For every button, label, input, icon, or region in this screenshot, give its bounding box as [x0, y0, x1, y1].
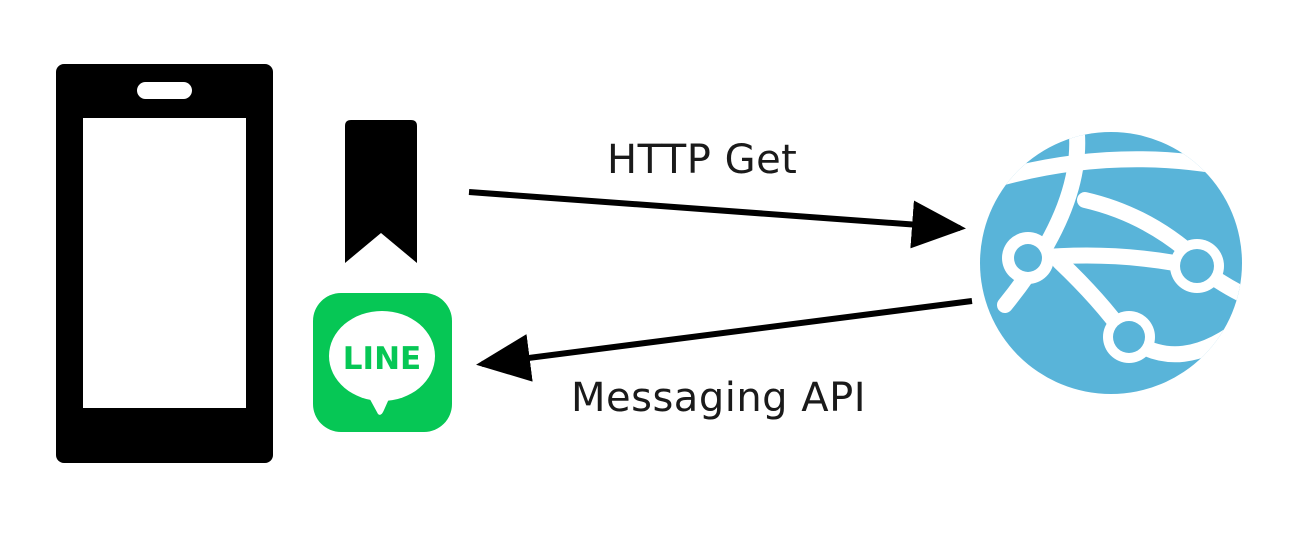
bookmark-icon — [345, 120, 417, 263]
messaging-api-label: Messaging API — [571, 375, 867, 421]
smartphone-icon — [56, 64, 273, 463]
line-logo-text: LINE — [343, 341, 421, 377]
http-get-label: HTTP Get — [607, 137, 798, 183]
line-app-icon: LINE — [313, 293, 452, 432]
request-arrow — [468, 189, 966, 249]
response-arrow — [476, 298, 973, 382]
azure-app-service-icon — [980, 132, 1242, 394]
